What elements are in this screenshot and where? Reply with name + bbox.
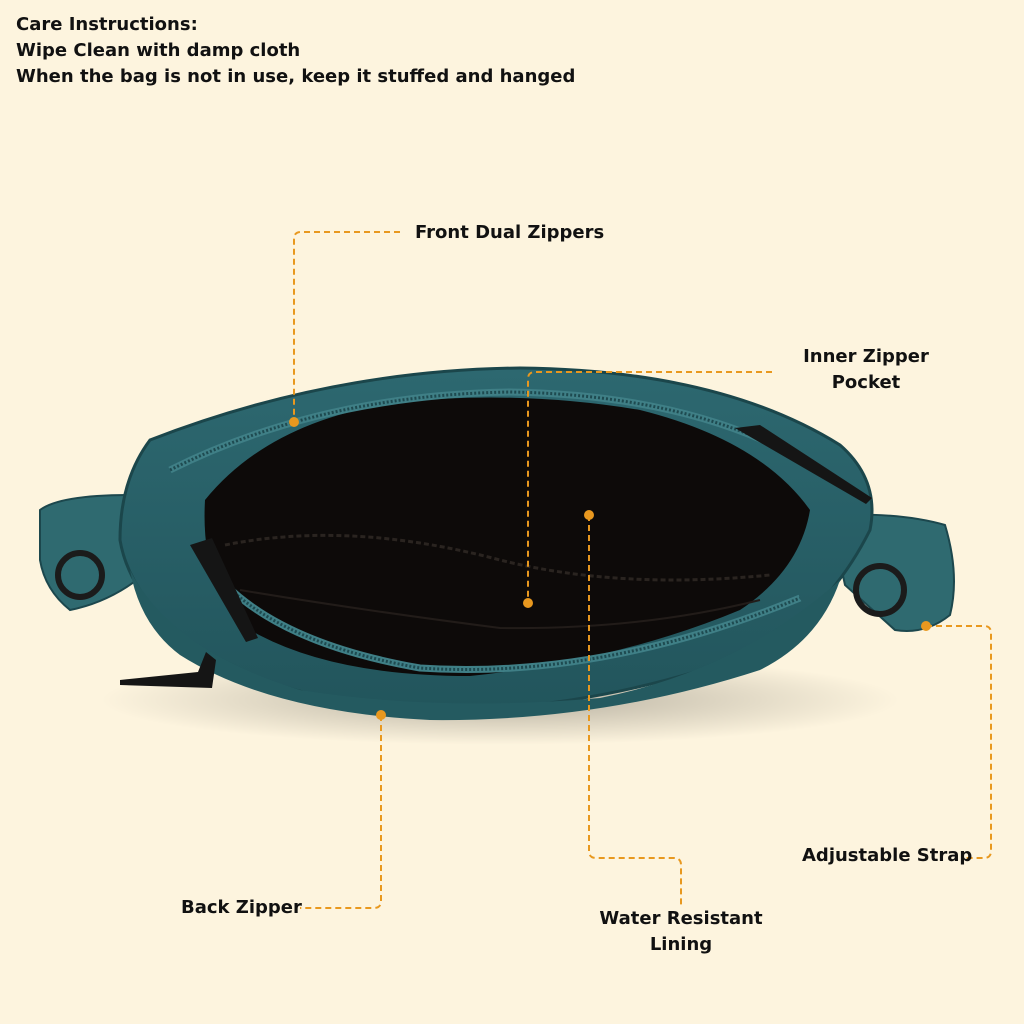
label-front-dual-zippers: Front Dual Zippers bbox=[415, 222, 605, 243]
callout-dot-water-resistant bbox=[584, 510, 594, 520]
care-line-wipe: Wipe Clean with damp cloth bbox=[16, 40, 301, 61]
label-inner-zipper-pocket-line1: Inner Zipper bbox=[803, 346, 929, 367]
bag-front-panel bbox=[130, 570, 840, 721]
zipper-puller-back bbox=[120, 652, 216, 688]
callout-line-back-zipper bbox=[300, 715, 382, 909]
label-inner-zipper-pocket-line2: Pocket bbox=[831, 372, 901, 393]
care-heading: Care Instructions: bbox=[16, 14, 198, 35]
bag-lining bbox=[204, 397, 810, 676]
inner-pocket-seam bbox=[224, 533, 771, 582]
inner-pocket-seam-2 bbox=[239, 589, 761, 630]
callout-line-adjustable-strap bbox=[926, 625, 992, 859]
right-strap-ring bbox=[853, 563, 907, 617]
care-instructions: Care Instructions: Wipe Clean with damp … bbox=[16, 12, 575, 90]
label-back-zipper: Back Zipper bbox=[181, 897, 302, 918]
label-water-resistant-line2: Lining bbox=[649, 934, 713, 955]
zipper-puller-left bbox=[190, 538, 258, 642]
callout-line-water-resistant bbox=[588, 515, 682, 906]
front-zipper-track bbox=[168, 388, 822, 474]
label-water-resistant-line1: Water Resistant bbox=[599, 908, 763, 929]
label-adjustable-strap: Adjustable Strap bbox=[802, 845, 973, 866]
label-water-resistant-lining: Water Resistant Lining bbox=[596, 906, 766, 958]
callout-dots bbox=[289, 417, 931, 720]
callout-line-front-zippers bbox=[293, 231, 400, 422]
callout-dot-adjustable-strap bbox=[921, 621, 931, 631]
label-inner-zipper-pocket: Inner Zipper Pocket bbox=[790, 344, 942, 396]
zipper-puller-right bbox=[735, 425, 872, 504]
callout-lines bbox=[293, 231, 992, 909]
callout-dot-inner-pocket bbox=[523, 598, 533, 608]
left-strap-ring bbox=[55, 550, 105, 600]
callout-dot-front-zippers bbox=[289, 417, 299, 427]
care-line-storage: When the bag is not in use, keep it stuf… bbox=[16, 66, 576, 87]
callout-dot-back-zipper bbox=[376, 710, 386, 720]
back-zipper-teeth bbox=[203, 559, 801, 671]
callout-line-inner-pocket bbox=[527, 371, 772, 603]
